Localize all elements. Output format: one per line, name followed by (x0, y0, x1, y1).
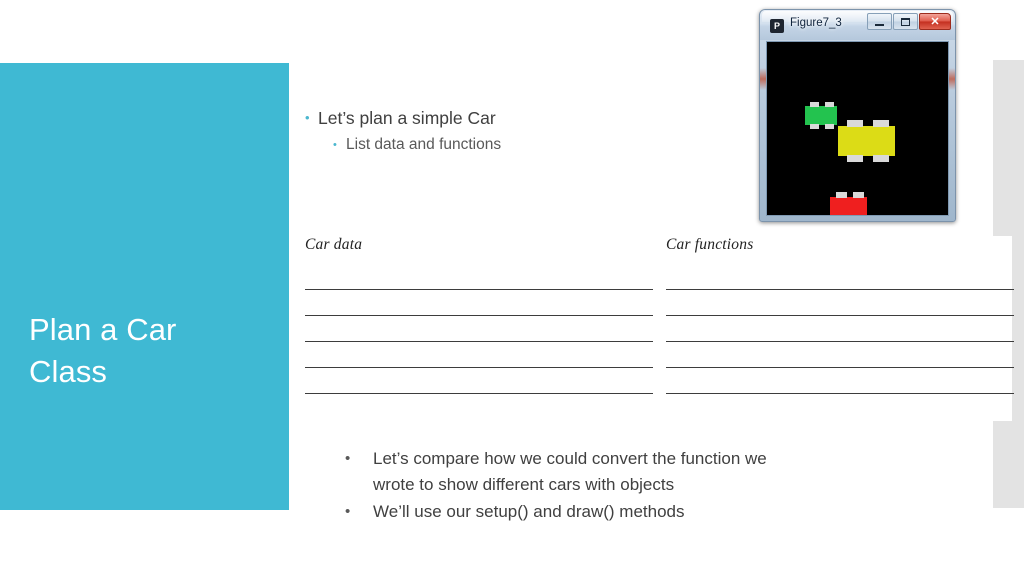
column-heading: Car functions (666, 236, 754, 253)
bullet-dot-icon: • (345, 450, 351, 467)
yellow-car-wheel (847, 155, 863, 162)
maximize-icon (901, 17, 910, 26)
yellow-car-wheel (873, 155, 889, 162)
window-title: Figure7_3 (790, 17, 842, 29)
blank-write-line[interactable] (666, 342, 1014, 368)
window-controls: ✕ (866, 13, 951, 30)
green-car-wheel (825, 124, 834, 129)
minimize-button[interactable] (867, 13, 892, 30)
glass-reflection-right (949, 68, 955, 90)
blank-write-line[interactable] (666, 368, 1014, 394)
car-functions-column: Car functions (666, 236, 1014, 394)
maximize-button[interactable] (893, 13, 918, 30)
close-icon: ✕ (930, 16, 940, 28)
bullet-dot-icon: • (345, 503, 351, 520)
blank-write-line[interactable] (305, 316, 653, 342)
bullet-dot-icon: • (305, 110, 310, 125)
minimize-icon (875, 23, 884, 26)
red-car-wheel (853, 192, 864, 198)
yellow-car-wheel (847, 120, 863, 127)
processing-app-icon: P (770, 19, 784, 33)
summary-bullet-list: • Let’s compare how we could convert the… (345, 446, 775, 526)
bullet-text: Let’s compare how we could convert the f… (373, 449, 767, 494)
figure-window[interactable]: P Figure7_3 ✕ (759, 9, 956, 222)
red-car-wheel (853, 215, 864, 216)
yellow-car-wheel (873, 120, 889, 127)
bullet-item: • Let’s plan a simple Car (305, 104, 725, 132)
blank-write-line[interactable] (305, 264, 653, 290)
red-car-wheel (836, 215, 847, 216)
titlebar-sheen (762, 11, 953, 22)
bullet-item: • List data and functions (333, 132, 725, 158)
intro-bullet-list: • Let’s plan a simple Car • List data an… (305, 104, 725, 158)
content-white-panel (289, 236, 1012, 421)
page-title: Plan a Car Class (29, 312, 177, 389)
close-button[interactable]: ✕ (919, 13, 951, 30)
bullet-dot-icon: • (333, 139, 337, 151)
green-car (805, 102, 837, 129)
green-car-wheel (825, 102, 834, 107)
green-car-wheel (810, 124, 819, 129)
bullet-text: We’ll use our setup() and draw() methods (373, 502, 685, 521)
bullet-text: Let’s plan a simple Car (318, 108, 496, 128)
blank-write-line[interactable] (305, 368, 653, 394)
red-car-body (830, 197, 867, 215)
red-car-wheel (836, 192, 847, 198)
bullet-item: • We’ll use our setup() and draw() metho… (345, 499, 775, 525)
blank-write-line[interactable] (305, 290, 653, 316)
title-accent-block: Plan a Car Class (0, 63, 289, 510)
green-car-body (805, 106, 837, 125)
blank-write-line[interactable] (666, 290, 1014, 316)
bullet-text: List data and functions (346, 136, 502, 153)
glass-reflection-left (760, 68, 766, 90)
blank-write-line[interactable] (666, 316, 1014, 342)
yellow-car-body (838, 126, 895, 156)
car-data-column: Car data (305, 236, 653, 394)
bullet-item: • Let’s compare how we could convert the… (345, 446, 775, 498)
green-car-wheel (810, 102, 819, 107)
blank-write-line[interactable] (666, 264, 1014, 290)
sketch-canvas[interactable] (766, 41, 949, 216)
yellow-car (838, 120, 895, 162)
column-heading: Car data (305, 236, 363, 253)
blank-write-line[interactable] (305, 342, 653, 368)
window-title-bar[interactable]: P Figure7_3 ✕ (760, 10, 955, 40)
red-car (830, 192, 867, 216)
